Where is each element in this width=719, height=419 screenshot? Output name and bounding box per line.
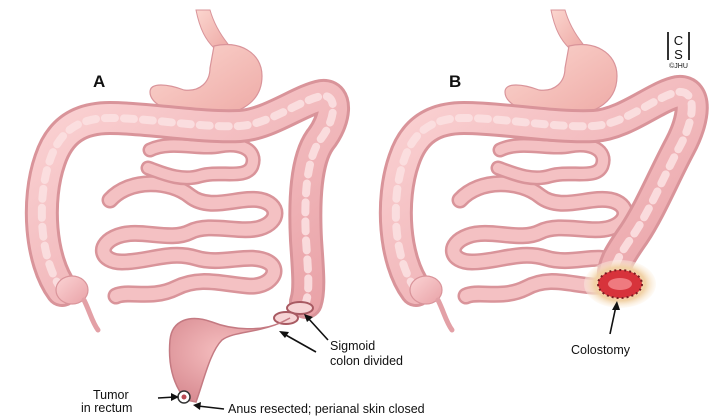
colostomy-arrow (610, 306, 616, 334)
label-sigmoid-line2: colon divided (330, 354, 403, 368)
small-intestine-a (103, 145, 275, 296)
annotations: Sigmoid colon divided Tumor in rectum An… (81, 301, 631, 416)
label-colostomy: Colostomy (571, 343, 631, 357)
panel-b: B (396, 10, 692, 330)
sigmoid-segment-a (170, 318, 290, 402)
sigmoid-arrow-lower (284, 334, 316, 352)
label-tumor-line1: Tumor (93, 388, 129, 402)
sigmoid-cut-lower (274, 312, 298, 324)
panel-letter-b: B (449, 72, 461, 91)
panel-a: A (42, 10, 333, 403)
sigmoid-arrow-upper (308, 318, 328, 340)
appendix-b (438, 300, 452, 330)
logo-letter-c: C (674, 33, 683, 48)
logo-letter-s: S (674, 47, 683, 62)
esophagus-b (551, 10, 583, 48)
label-anus: Anus resected; perianal skin closed (228, 402, 425, 416)
colostomy-stoma (584, 260, 656, 308)
esophagus-a (196, 10, 228, 48)
panel-letter-a: A (93, 72, 105, 91)
anus-arrow (198, 406, 224, 409)
logo-caption: ©JHU (669, 62, 688, 70)
label-tumor-line2: in rectum (81, 401, 132, 415)
jhu-logo: C S ©JHU (667, 32, 690, 70)
label-sigmoid-line1: Sigmoid (330, 339, 375, 353)
appendix-a (84, 300, 98, 330)
